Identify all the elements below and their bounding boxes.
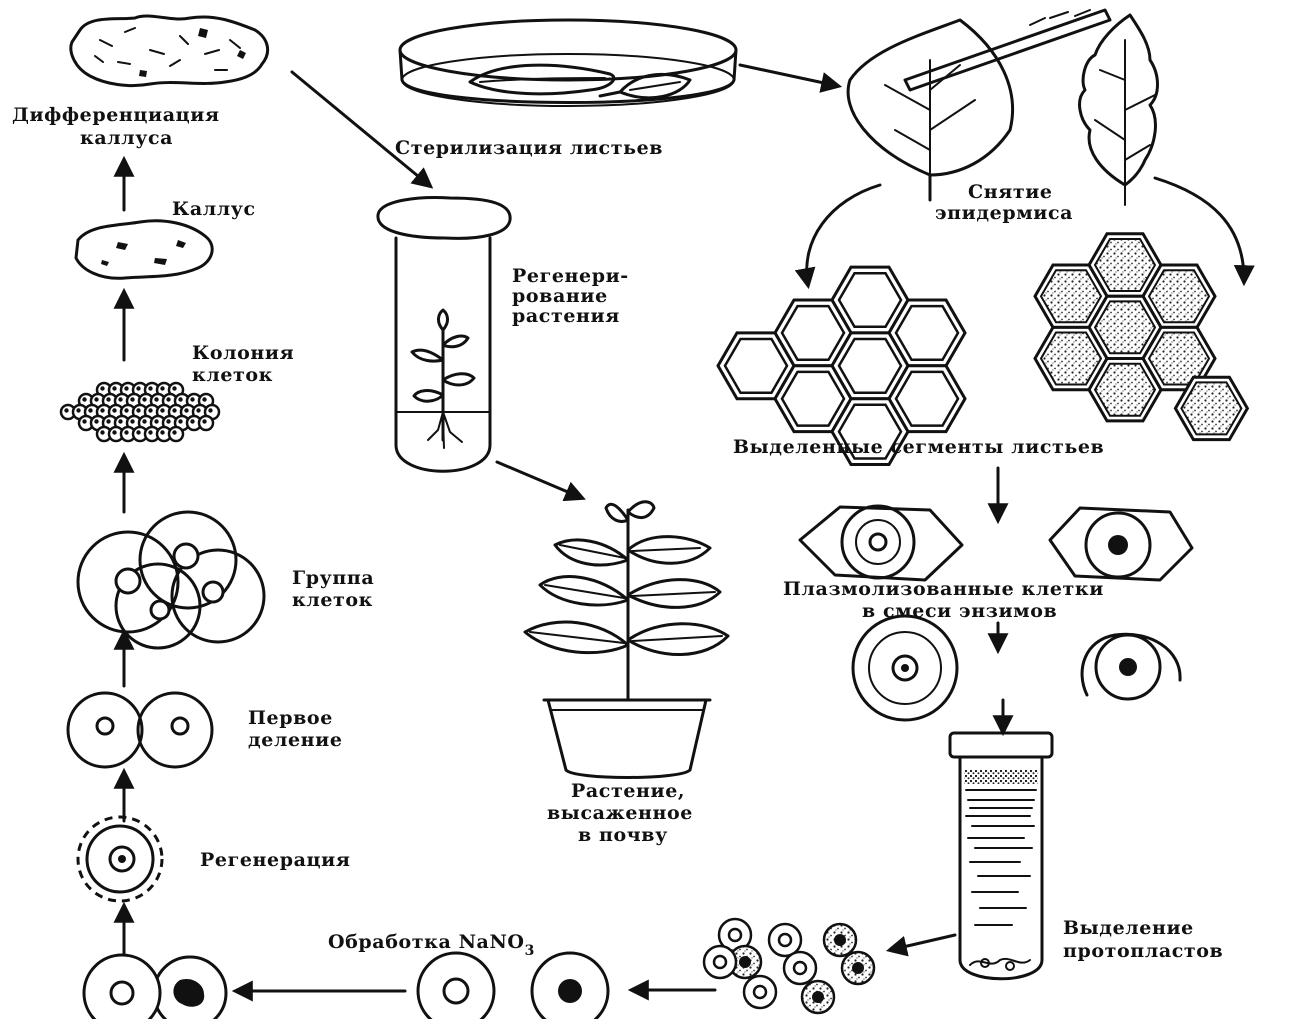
colony-cell-nucleus xyxy=(208,408,212,412)
label-cell-colony: Колония клеток xyxy=(192,342,301,386)
label-planted-plant: Растение, высаженное в почву xyxy=(547,780,700,846)
leaf-segments-empty-cells xyxy=(718,267,965,464)
label-isolated-leaf-segments: Выделенные сегменты листьев xyxy=(733,436,1104,458)
label-regeneration: Регенерация xyxy=(200,849,350,871)
colony-cell-nucleus xyxy=(172,430,176,434)
plasmolyzed-cell-stippled xyxy=(1050,508,1192,580)
colony-cell-nucleus xyxy=(118,419,122,423)
label-callus: Каллус xyxy=(172,198,256,220)
colony-cell-nucleus xyxy=(142,419,146,423)
colony-cell-nucleus xyxy=(100,408,104,412)
label-first-division: Первое деление xyxy=(248,707,343,751)
colony-cell-nucleus xyxy=(190,397,194,401)
colony-cell-nucleus xyxy=(196,408,200,412)
colony-cell-nucleus xyxy=(172,386,176,390)
arrow-dish-to-leaves xyxy=(740,65,838,86)
colony-cell-nucleus xyxy=(136,408,140,412)
colony-cell-nucleus xyxy=(148,430,152,434)
protoplast-nucleus xyxy=(852,962,864,974)
colony-cell-nucleus xyxy=(124,430,128,434)
colony-cell-nucleus xyxy=(172,408,176,412)
arrow-tube-to-protoplasts xyxy=(890,935,955,950)
protoplast-vacuole xyxy=(779,934,791,946)
colony-cell-nucleus xyxy=(112,386,116,390)
label-protoplast-isolation: Выделение протопластов xyxy=(1063,917,1223,962)
fused-protoplasts-illustration xyxy=(84,955,226,1019)
colony-cell-nucleus xyxy=(124,408,128,412)
colony-cell-nucleus xyxy=(166,397,170,401)
colony-cell-nucleus xyxy=(148,408,152,412)
colony-cell-nucleus xyxy=(124,386,128,390)
colony-cell-nucleus xyxy=(154,397,158,401)
cell-colony-illustration xyxy=(61,383,219,441)
colony-cell-nucleus xyxy=(82,419,86,423)
colony-cell-nucleus xyxy=(118,397,122,401)
colony-cell-nucleus xyxy=(154,419,158,423)
colony-cell-nucleus xyxy=(148,386,152,390)
label-cell-group: Группа клеток xyxy=(292,567,382,611)
colony-cell-nucleus xyxy=(178,419,182,423)
label-plant-regeneration: Регенери- рование растения xyxy=(512,265,636,327)
colony-cell-nucleus xyxy=(94,419,98,423)
label-callus-differentiation: Дифференциация каллуса xyxy=(12,104,227,149)
colony-cell-nucleus xyxy=(136,386,140,390)
colony-cell-nucleus xyxy=(76,408,80,412)
protoplast-nucleus xyxy=(739,956,751,968)
colony-cell-nucleus xyxy=(184,408,188,412)
regeneration-cell-illustration xyxy=(78,817,162,901)
leaf-epidermis-illustration xyxy=(848,10,1157,205)
petri-dish-illustration xyxy=(400,20,736,106)
colony-cell-nucleus xyxy=(94,397,98,401)
leaf-segments-filled-cells xyxy=(1035,234,1247,440)
protoplast-nucleus xyxy=(812,991,824,1003)
protoplast-vacuole xyxy=(729,929,741,941)
colony-cell-nucleus xyxy=(178,397,182,401)
colony-cell-nucleus xyxy=(106,419,110,423)
colony-cell-nucleus xyxy=(160,386,164,390)
arrow-callus-to-tube xyxy=(292,72,430,186)
label-nano3-treatment: Обработка NaNO3 xyxy=(328,931,535,959)
potted-plant-illustration xyxy=(525,502,728,778)
colony-cell-nucleus xyxy=(130,397,134,401)
colony-cell-nucleus xyxy=(100,386,104,390)
plasmolyzed-cell-clear xyxy=(800,506,962,580)
colony-cell-nucleus xyxy=(202,419,206,423)
label-plasmolyzed-cells: Плазмолизованные клетки в смеси энзимов xyxy=(783,578,1111,622)
label-leaf-sterilization: Стерилизация листьев xyxy=(395,137,663,159)
isolated-protoplasts-cluster xyxy=(704,919,874,1013)
colony-cell-nucleus xyxy=(112,430,116,434)
first-division-illustration xyxy=(68,693,212,767)
colony-cell-nucleus xyxy=(142,397,146,401)
colony-cell-nucleus xyxy=(88,408,92,412)
treated-protoplast-stippled xyxy=(532,953,608,1019)
colony-cell-nucleus xyxy=(100,430,104,434)
protoplast-vacuole xyxy=(794,962,806,974)
colony-cell-nucleus xyxy=(82,397,86,401)
colony-cell-nucleus xyxy=(64,408,68,412)
colony-cell-nucleus xyxy=(202,397,206,401)
regeneration-test-tube-illustration xyxy=(378,198,510,472)
protoplast-vacuole xyxy=(714,956,726,968)
colony-cell-nucleus xyxy=(190,419,194,423)
protoplast-nucleus xyxy=(834,934,846,946)
colony-cell-nucleus xyxy=(130,419,134,423)
protoplast-vacuole xyxy=(754,986,766,998)
cell-group-illustration xyxy=(78,512,264,648)
colony-cell-nucleus xyxy=(160,430,164,434)
colony-cell-nucleus xyxy=(112,408,116,412)
enzyme-cell-stippled xyxy=(1082,634,1180,699)
protoplast-test-tube-illustration xyxy=(950,733,1052,979)
colony-cell-nucleus xyxy=(166,419,170,423)
label-epidermis-removal: Снятие эпидермиса xyxy=(935,181,1073,224)
arrow-tube-to-potted-plant xyxy=(497,462,582,498)
colony-cell-nucleus xyxy=(136,430,140,434)
callus-illustration xyxy=(76,221,212,278)
enzyme-cell-clear xyxy=(853,616,957,720)
colony-cell-nucleus xyxy=(106,397,110,401)
treated-protoplast-clear xyxy=(418,953,494,1019)
differentiated-callus-illustration xyxy=(71,16,268,86)
colony-cell-nucleus xyxy=(160,408,164,412)
